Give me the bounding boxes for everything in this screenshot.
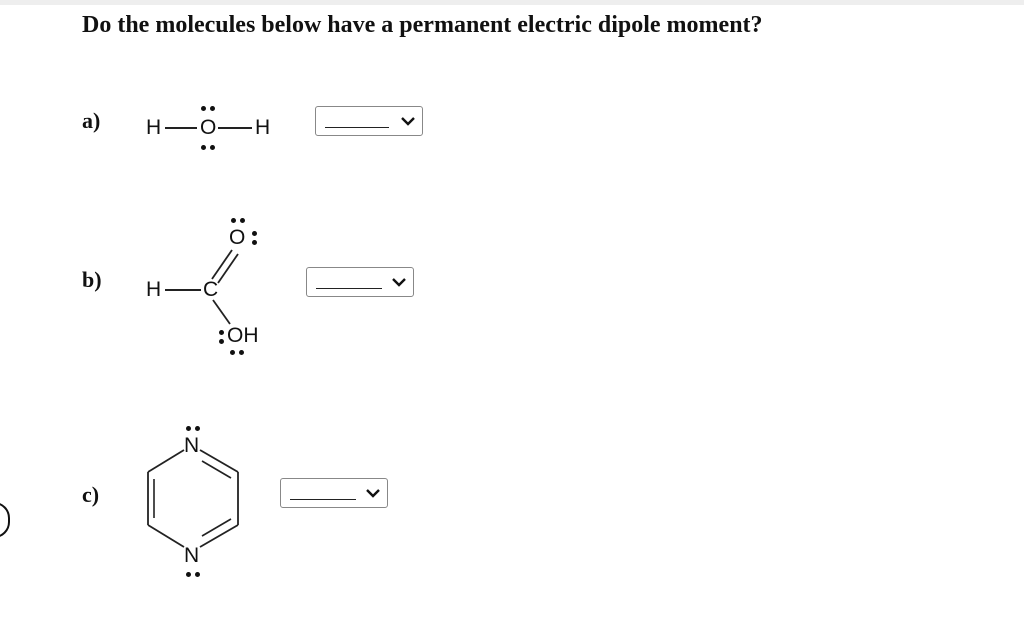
- atom-h-left: H: [146, 116, 162, 139]
- lone-pair-dot: [240, 218, 245, 223]
- part-c-label: c): [82, 482, 100, 507]
- lone-pair-dot: [230, 350, 235, 355]
- lone-pair-dot: [252, 231, 257, 236]
- part-a-label: a): [82, 108, 101, 133]
- bond-h-o-left: [165, 127, 197, 129]
- lone-pair-dot: [186, 572, 191, 577]
- lone-pair-dot: [195, 572, 200, 577]
- answer-select-a[interactable]: [315, 106, 423, 136]
- lone-pair-dot: [239, 350, 244, 355]
- atom-h-right: H: [255, 116, 271, 139]
- lone-pair-dot: [252, 240, 257, 245]
- lone-pair-dot: [201, 106, 206, 111]
- atom-n-bottom: N: [184, 544, 200, 567]
- lone-pair-dot: [231, 218, 236, 223]
- answer-select-c[interactable]: [280, 478, 388, 508]
- lone-pair-dot: [219, 330, 224, 335]
- atom-h: H: [146, 278, 162, 301]
- ring-bonds-drawing: [147, 449, 239, 548]
- atom-o: O: [200, 116, 217, 139]
- atom-n-top: N: [184, 434, 200, 457]
- lone-pair-dot: [219, 339, 224, 344]
- chevron-down-icon: [401, 117, 415, 126]
- lone-pair-dot: [210, 145, 215, 150]
- side-panel-tab[interactable]: [0, 502, 10, 538]
- chevron-down-icon: [366, 489, 380, 498]
- carbon-bonds-drawing: [211, 249, 239, 325]
- lone-pair-dot: [186, 426, 191, 431]
- top-border: [0, 0, 1024, 5]
- atom-c: C: [203, 278, 219, 301]
- selected-value: [316, 288, 382, 289]
- part-b-label: b): [82, 267, 102, 292]
- lone-pair-dot: [195, 426, 200, 431]
- lone-pair-dot: [201, 145, 206, 150]
- selected-value: [325, 127, 389, 128]
- atom-o-carbonyl: O: [229, 226, 246, 249]
- question-text: Do the molecules below have a permanent …: [82, 12, 763, 38]
- selected-value: [290, 499, 356, 500]
- bond-h-c: [165, 289, 201, 291]
- bond-o-h-right: [218, 127, 252, 129]
- chevron-down-icon: [392, 278, 406, 287]
- atom-oh: OH: [227, 324, 259, 347]
- answer-select-b[interactable]: [306, 267, 414, 297]
- lone-pair-dot: [210, 106, 215, 111]
